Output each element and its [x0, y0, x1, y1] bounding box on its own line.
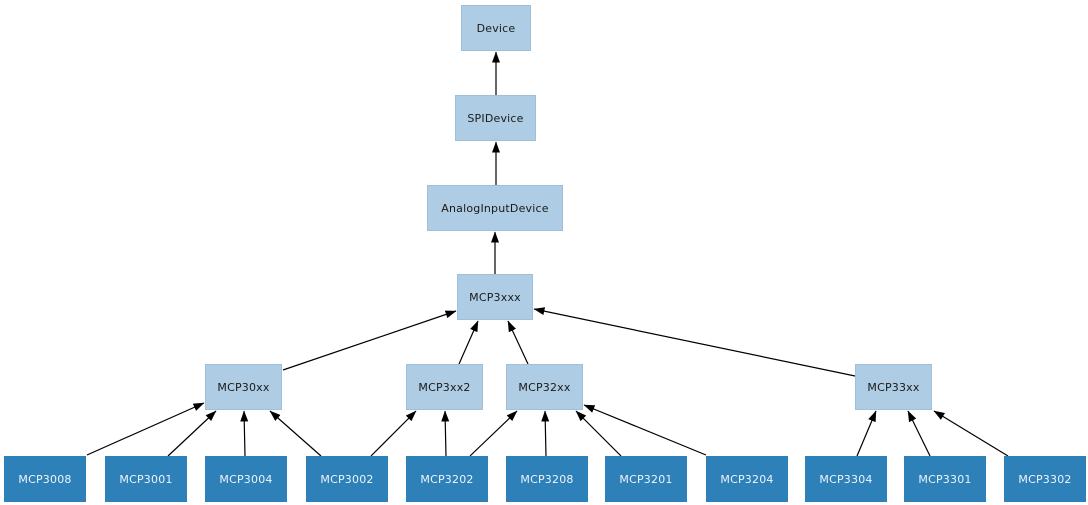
inheritance-edge-MCP3301-to-MCP33xx — [907, 410, 931, 457]
class-node-SPIDevice[interactable]: SPIDevice — [455, 95, 536, 141]
class-node-MCP3202[interactable]: MCP3202 — [406, 456, 488, 502]
class-node-MCP3201[interactable]: MCP3201 — [605, 456, 687, 502]
class-node-MCP3xxx[interactable]: MCP3xxx — [457, 274, 533, 320]
class-node-AnalogInputDevice[interactable]: AnalogInputDevice — [427, 185, 563, 231]
inheritance-edge-MCP3202-to-MCP32xx — [469, 410, 518, 457]
inheritance-edge-MCP3204-to-MCP32xx — [583, 404, 707, 456]
class-node-MCP3301[interactable]: MCP3301 — [904, 456, 986, 502]
class-node-MCP32xx[interactable]: MCP32xx — [506, 364, 583, 410]
class-node-Device[interactable]: Device — [461, 5, 531, 51]
class-node-MCP3001[interactable]: MCP3001 — [105, 456, 187, 502]
inheritance-edge-MCP3201-to-MCP32xx — [575, 410, 622, 457]
class-node-MCP30xx[interactable]: MCP30xx — [205, 364, 282, 410]
inheritance-edge-MCP3304-to-MCP33xx — [856, 410, 877, 457]
class-node-MCP3004[interactable]: MCP3004 — [205, 456, 287, 502]
class-node-MCP3008[interactable]: MCP3008 — [4, 456, 86, 502]
inheritance-edge-MCP3004-to-MCP30xx — [240, 410, 249, 457]
class-node-MCP3208[interactable]: MCP3208 — [506, 456, 588, 502]
inheritance-edge-MCP3008-to-MCP30xx — [86, 402, 205, 456]
class-node-MCP3304[interactable]: MCP3304 — [805, 456, 887, 502]
inheritance-edge-MCP3302-to-MCP33xx — [933, 410, 1009, 457]
class-node-MCP33xx[interactable]: MCP33xx — [855, 364, 932, 410]
inheritance-edge-MCP3202-to-MCP3xx2 — [441, 410, 450, 457]
class-node-MCP3302[interactable]: MCP3302 — [1004, 456, 1086, 502]
inheritance-edge-MCP3208-to-MCP32xx — [541, 410, 550, 457]
inheritance-edge-MCP3001-to-MCP30xx — [167, 410, 217, 457]
class-node-MCP3002[interactable]: MCP3002 — [306, 456, 388, 502]
inheritance-edge-MCP30xx-to-MCP3xxx — [282, 310, 457, 371]
inheritance-edge-MCP32xx-to-MCP3xxx — [507, 320, 529, 365]
class-node-MCP3xx2[interactable]: MCP3xx2 — [406, 364, 483, 410]
inheritance-edge-MCP3xx2-to-MCP3xxx — [458, 320, 479, 365]
class-node-MCP3204[interactable]: MCP3204 — [706, 456, 788, 502]
inheritance-edge-MCP3002-to-MCP3xx2 — [370, 410, 417, 457]
inheritance-edge-MCP3002-to-MCP30xx — [269, 410, 322, 457]
